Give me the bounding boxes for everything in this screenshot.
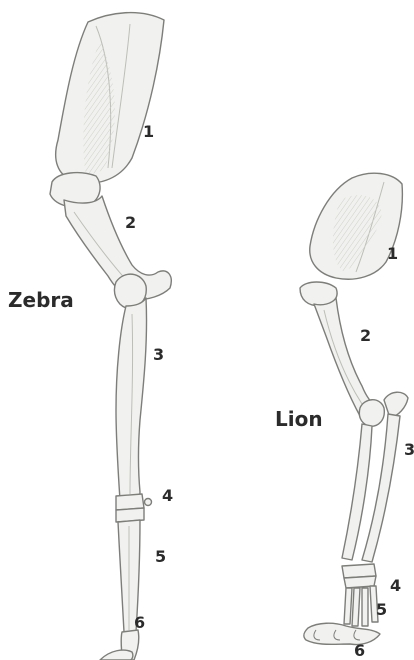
zebra-label-4: 4 bbox=[162, 488, 173, 504]
zebra-label-3: 3 bbox=[153, 347, 164, 363]
lion-label-5: 5 bbox=[376, 602, 387, 618]
zebra-label-5: 5 bbox=[155, 549, 166, 565]
zebra-label-2: 2 bbox=[125, 215, 136, 231]
lion-label-2: 2 bbox=[360, 328, 371, 344]
lion-label-3: 3 bbox=[404, 442, 414, 458]
zebra-label-1: 1 bbox=[143, 124, 154, 140]
zebra-radius bbox=[116, 298, 147, 502]
lion-label-4: 4 bbox=[390, 578, 401, 594]
lion-label-1: 1 bbox=[387, 246, 398, 262]
lion-label-6: 6 bbox=[354, 643, 365, 659]
lion-title: Lion bbox=[275, 409, 323, 429]
lion-metacarpals bbox=[344, 588, 352, 624]
zebra-title: Zebra bbox=[8, 290, 74, 310]
lion-phalanges bbox=[304, 623, 380, 644]
zebra-hoof bbox=[100, 650, 133, 660]
zebra-skeleton bbox=[50, 13, 171, 660]
zebra-label-6: 6 bbox=[134, 615, 145, 631]
lion-elbow bbox=[359, 400, 384, 427]
